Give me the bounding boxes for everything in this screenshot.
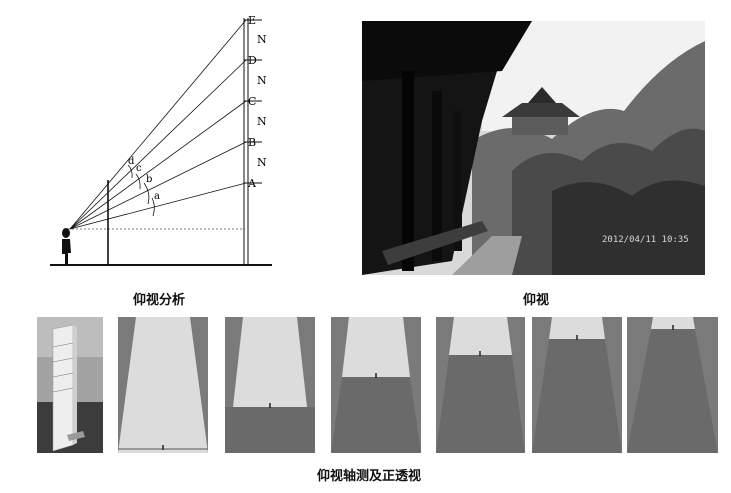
courtyard-photo: 2012/04/11 10:35 [362,21,705,275]
photo-caption: 仰视 [523,293,550,308]
perspective-panel-2 [225,317,315,453]
sequence-caption: 仰视轴测及正透视 [317,469,422,484]
point-label-d: D [248,54,257,67]
perspective-panel-5 [532,317,622,453]
point-label-c: C [248,95,256,108]
angle-arcs [127,164,155,217]
angle-label-c: c [136,163,142,174]
interval-label-3: N [257,115,267,128]
angle-label-b: b [146,174,152,185]
perspective-panel-4 [436,317,525,453]
observer-figure [62,228,71,265]
perspective-panel-6 [627,317,718,453]
upward-view-analysis-diagram: E D C B A N N N N a b c d [50,14,272,266]
perspective-panel-3 [331,317,421,453]
point-label-e: E [248,14,256,27]
interval-label-1: N [257,33,267,46]
photo-timestamp: 2012/04/11 10:35 [602,235,689,245]
point-label-a: A [247,177,257,190]
analysis-caption: 仰视分析 [133,293,186,308]
sight-lines [69,19,247,230]
interval-label-2: N [257,74,267,87]
perspective-panel-1 [118,317,208,453]
point-label-b: B [248,136,256,149]
point-ticks [244,19,262,184]
axonometric-panel [37,317,103,453]
angle-label-d: d [128,156,135,167]
photo-illustration [362,21,705,275]
interval-label-4: N [257,156,267,169]
pavilion [502,87,580,135]
angle-label-a: a [154,191,160,202]
